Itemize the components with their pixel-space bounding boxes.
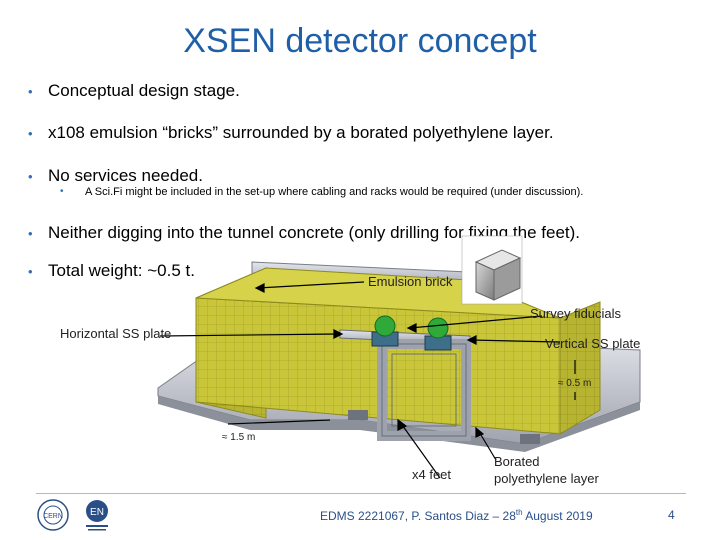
footer-divider	[36, 493, 686, 494]
bullet-dot-icon: •	[28, 126, 33, 141]
grid-right-face	[559, 301, 601, 435]
page-number: 4	[668, 508, 675, 522]
sub-bullet-dot-icon: •	[60, 186, 64, 197]
bullet-text: Conceptual design stage.	[48, 81, 240, 100]
slide-title: XSEN detector concept	[183, 22, 537, 60]
footer-text-date: August 2019	[522, 509, 593, 523]
en-logo: EN	[86, 500, 108, 531]
bullet-text: Total weight: ~0.5 t.	[48, 261, 195, 280]
bullet-dot-icon: •	[28, 264, 33, 279]
sub-bullet-text: A Sci.Fi might be included in the set-up…	[85, 186, 584, 198]
label-borated-line2: polyethylene layer	[494, 471, 599, 486]
footer-text: EDMS 2221067, P. Santos Diaz – 28th Augu…	[320, 508, 593, 523]
bullet-text: x108 emulsion “bricks” surrounded by a b…	[48, 123, 554, 142]
label-dim-05m: ≈ 0.5 m	[558, 378, 592, 389]
label-dim-15m: ≈ 1.5 m	[222, 432, 256, 443]
label-horizontal-plate: Horizontal SS plate	[60, 326, 172, 341]
bullet-dot-icon: •	[28, 84, 33, 99]
footer-superscript: th	[515, 508, 523, 517]
label-survey-fiducials: Survey fiducials	[530, 306, 622, 321]
cern-logo: CERN	[37, 499, 69, 531]
foot-2	[520, 434, 540, 444]
footer-text-main: EDMS 2221067, P. Santos Diaz – 28	[320, 509, 516, 523]
fiducial-2	[424, 317, 452, 351]
bullet-dot-icon: •	[28, 226, 33, 241]
bullet-text: No services needed.	[48, 166, 203, 185]
foot-1	[348, 410, 368, 420]
svg-text:EN: EN	[90, 507, 104, 518]
label-vertical-plate: Vertical SS plate	[545, 336, 641, 351]
label-borated-line1: Borated	[494, 454, 540, 469]
bullet-dot-icon: •	[28, 169, 33, 184]
label-feet: x4 feet	[412, 467, 452, 482]
svg-text:CERN: CERN	[43, 513, 63, 520]
bottom-plate-edge	[158, 396, 640, 452]
label-emulsion-brick: Emulsion brick	[368, 274, 453, 289]
bullet-text: Neither digging into the tunnel concrete…	[48, 223, 581, 242]
fiducial-1	[371, 315, 399, 347]
